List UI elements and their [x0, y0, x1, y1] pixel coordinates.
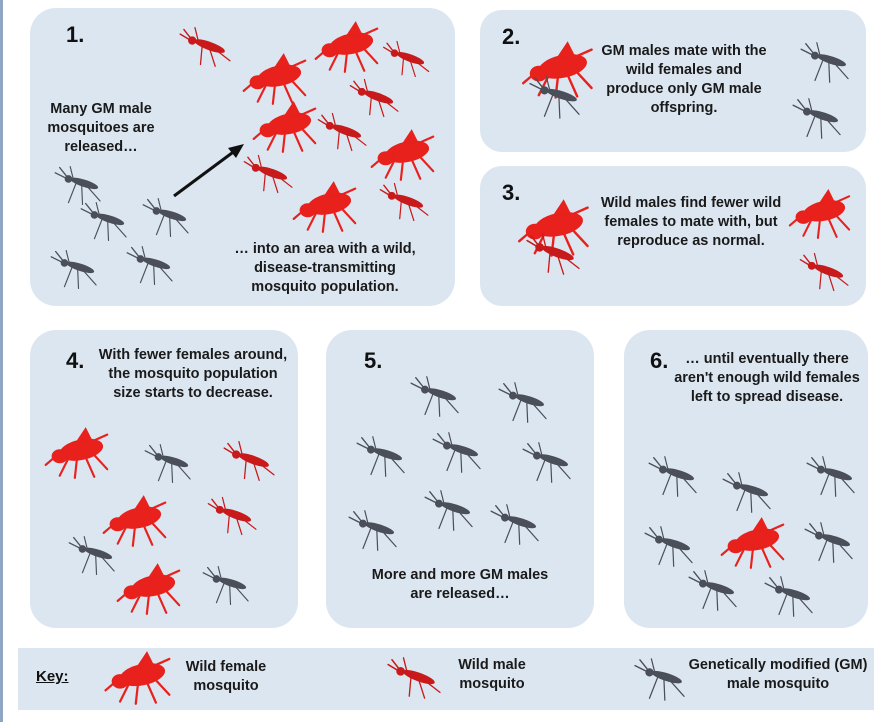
wild-female-mosquito-icon — [370, 128, 436, 182]
wild-female-mosquito-icon — [242, 52, 308, 106]
gm-male-mosquito-icon — [720, 470, 776, 516]
panel-1-number: 1. — [66, 22, 84, 48]
wild-female-mosquito-icon — [314, 20, 380, 74]
wild-female-mosquito-icon — [44, 426, 110, 480]
gm-male-mosquito-icon — [142, 442, 196, 486]
gm-male-mosquito-icon — [124, 244, 178, 288]
gm-male-mosquito-icon — [520, 440, 576, 486]
gm-male-mosquito-icon — [346, 508, 402, 554]
gm-male-mosquito-icon — [488, 502, 544, 548]
panel-6-number: 6. — [650, 348, 668, 374]
gm-male-mosquito-icon — [642, 524, 698, 570]
wild-male-mosquito-icon — [316, 110, 370, 154]
wild-female-mosquito-icon — [788, 188, 852, 240]
panel-4: 4. With fewer females around, the mosqui… — [30, 330, 298, 628]
gm-male-mosquito-icon — [762, 574, 818, 620]
gm-male-mosquito-icon — [802, 520, 858, 566]
key-gm-male-label: Genetically modified (GM) male mosquito — [686, 656, 870, 694]
wild-male-mosquito-icon — [798, 250, 852, 294]
gm-male-mosquito-icon — [790, 96, 846, 142]
panel-6: 6. … until eventually there aren't enoug… — [624, 330, 868, 628]
key-label: Key: — [36, 668, 69, 685]
gm-male-mosquito-icon — [430, 430, 486, 476]
gm-male-mosquito-icon — [798, 40, 854, 86]
gm-male-mosquito-icon — [804, 454, 860, 500]
panel-1-text-bottom: … into an area with a wild, disease-tran… — [220, 240, 430, 297]
wild-female-mosquito-icon — [104, 650, 172, 706]
gm-male-mosquito-icon — [66, 534, 120, 578]
wild-female-mosquito-icon — [292, 180, 358, 234]
panel-1-text-left: Many GM male mosquitoes are released… — [42, 100, 160, 157]
key-wild-male-label: Wild male mosquito — [446, 656, 538, 694]
wild-female-mosquito-icon — [116, 562, 182, 616]
wild-male-mosquito-icon — [524, 230, 584, 278]
key-legend: Key: Wild female mosquito Wild male mosq… — [18, 648, 874, 710]
panel-3: 3. Wild males find fewer wild females to… — [480, 166, 866, 306]
panel-5: 5. More and more GM males are released… — [326, 330, 594, 628]
panel-6-text: … until eventually there aren't enough w… — [674, 350, 860, 407]
wild-male-mosquito-icon — [178, 24, 234, 70]
wild-female-mosquito-icon — [252, 100, 318, 154]
wild-male-mosquito-icon — [242, 152, 296, 196]
arrow-icon — [170, 140, 250, 200]
gm-male-mosquito-icon — [354, 434, 410, 480]
panel-4-text: With fewer females around, the mosquito … — [98, 346, 288, 403]
gm-male-mosquito-icon — [632, 656, 690, 704]
gm-male-mosquito-icon — [140, 196, 194, 240]
panel-3-text: Wild males find fewer wild females to ma… — [596, 194, 786, 251]
gm-male-mosquito-icon — [496, 380, 552, 426]
gm-male-mosquito-icon — [686, 568, 742, 614]
panel-2: 2. GM males mate with the wild females a… — [480, 10, 866, 152]
panel-4-number: 4. — [66, 348, 84, 374]
gm-male-mosquito-icon — [526, 74, 586, 122]
wild-male-mosquito-icon — [382, 38, 432, 80]
panel-1: 1. Many GM male mosquitoes are released…… — [30, 8, 455, 306]
panel-2-text: GM males mate with the wild females and … — [598, 42, 770, 118]
key-wild-female-label: Wild female mosquito — [176, 658, 276, 696]
gm-male-mosquito-icon — [48, 248, 102, 292]
left-frame-line — [0, 0, 3, 722]
wild-male-mosquito-icon — [378, 180, 432, 224]
wild-male-mosquito-icon — [222, 438, 278, 484]
panel-2-number: 2. — [502, 24, 520, 50]
wild-male-mosquito-icon — [386, 654, 444, 702]
gm-male-mosquito-icon — [200, 564, 254, 608]
gm-male-mosquito-icon — [422, 488, 478, 534]
panel-5-number: 5. — [364, 348, 382, 374]
wild-female-mosquito-icon — [720, 516, 786, 570]
gm-male-mosquito-icon — [78, 200, 132, 244]
gm-male-mosquito-icon — [408, 374, 464, 420]
panel-5-text: More and more GM males are released… — [370, 566, 550, 604]
gm-male-mosquito-icon — [646, 454, 702, 500]
wild-male-mosquito-icon — [206, 494, 260, 538]
